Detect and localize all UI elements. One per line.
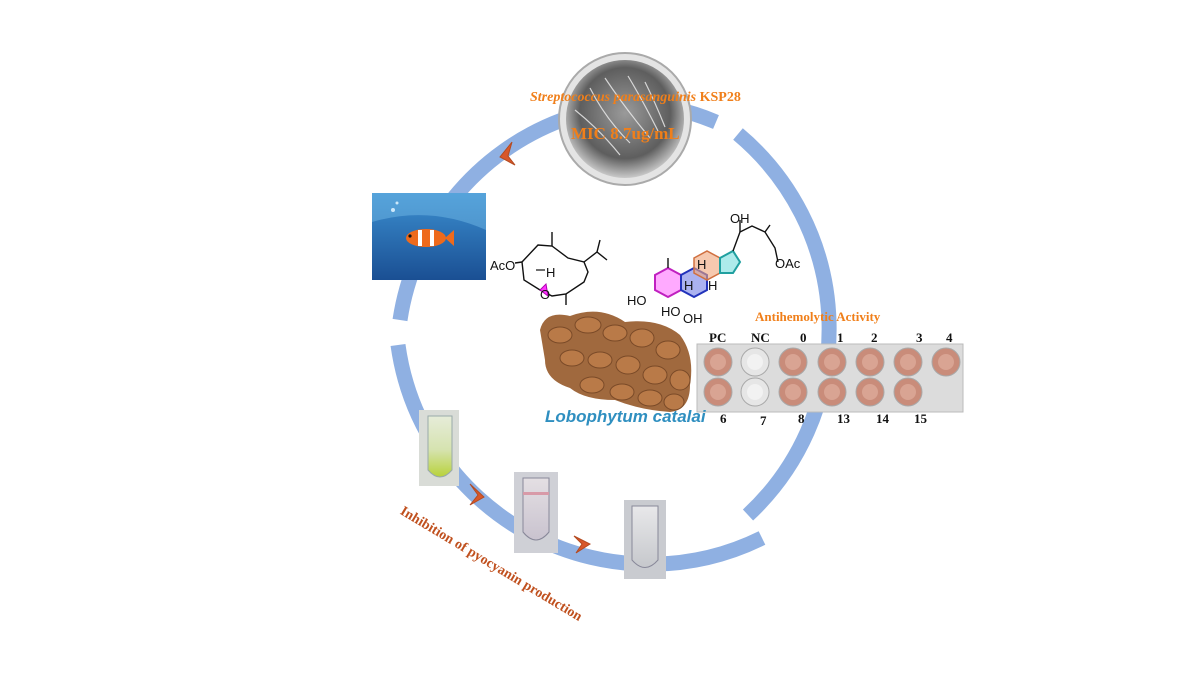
arrow-icon bbox=[469, 483, 485, 506]
compound-2-oh-label: OH bbox=[730, 211, 750, 226]
plate-well-center bbox=[710, 384, 726, 400]
antihemolytic-title: Antihemolytic Activity bbox=[755, 309, 881, 324]
compound-1-structure bbox=[514, 232, 608, 305]
well-label: 2 bbox=[871, 330, 878, 345]
compound-2-oac-label: OAc bbox=[775, 256, 801, 271]
well-plate-image bbox=[696, 343, 964, 413]
well-label: 14 bbox=[876, 411, 889, 426]
plate-well-center bbox=[862, 384, 878, 400]
soft-coral-image bbox=[540, 311, 692, 412]
well-label: 13 bbox=[837, 411, 850, 426]
coral-species-name: Lobophytum catalai bbox=[545, 407, 706, 426]
compound-2-structure bbox=[654, 220, 779, 299]
well-label: 0 bbox=[800, 330, 807, 345]
plate-well-center bbox=[938, 354, 954, 370]
cycle-arrows bbox=[469, 141, 592, 554]
well-label: 7 bbox=[760, 413, 767, 428]
plate-well-center bbox=[785, 384, 801, 400]
compound-2-oh-bottom-label: OH bbox=[683, 311, 703, 326]
bacteria-species-name: Streptococcus parasanguinis bbox=[530, 90, 697, 105]
compound-2-h-label: H bbox=[697, 257, 707, 272]
plate-well-center bbox=[747, 384, 763, 400]
plate-well-center bbox=[747, 354, 763, 370]
well-label: 3 bbox=[916, 330, 923, 345]
plate-well-center bbox=[824, 354, 840, 370]
well-label: 15 bbox=[914, 411, 927, 426]
plate-well-center bbox=[900, 354, 916, 370]
compound-1-o-label: O bbox=[540, 287, 551, 302]
well-label: 1 bbox=[837, 330, 844, 345]
well-label: 8 bbox=[798, 411, 805, 426]
plate-well-center bbox=[710, 354, 726, 370]
compound-1-h-label: H bbox=[546, 265, 556, 280]
tube-pink-image bbox=[514, 472, 558, 553]
tube-clear-image bbox=[624, 500, 666, 579]
compound-2-h-label: H bbox=[708, 278, 718, 293]
compound-2-ho-label: HO bbox=[627, 293, 647, 308]
compound-2-h-label: H bbox=[684, 278, 694, 293]
plate-well-center bbox=[785, 354, 801, 370]
plate-well-center bbox=[824, 384, 840, 400]
plate-well-center bbox=[862, 354, 878, 370]
well-label: 6 bbox=[720, 411, 727, 426]
well-label: PC bbox=[709, 330, 727, 345]
bacteria-strain: KSP28 bbox=[699, 90, 741, 105]
arrow-icon bbox=[499, 141, 516, 166]
plate-well-center bbox=[900, 384, 916, 400]
tube-green-image bbox=[419, 410, 459, 486]
mic-label: MIC 8.7ug/mL bbox=[571, 124, 680, 143]
well-label: NC bbox=[751, 330, 770, 345]
well-label: 4 bbox=[946, 330, 953, 345]
arrow-icon bbox=[573, 535, 592, 554]
bacteria-title: Streptococcus parasanguinis KSP28 bbox=[530, 90, 741, 106]
clownfish-image bbox=[372, 193, 486, 280]
compound-2-ho-mid-label: HO bbox=[661, 304, 681, 319]
compound-1-oac-label: AcO bbox=[490, 258, 516, 273]
petri-dish-image bbox=[558, 52, 692, 186]
